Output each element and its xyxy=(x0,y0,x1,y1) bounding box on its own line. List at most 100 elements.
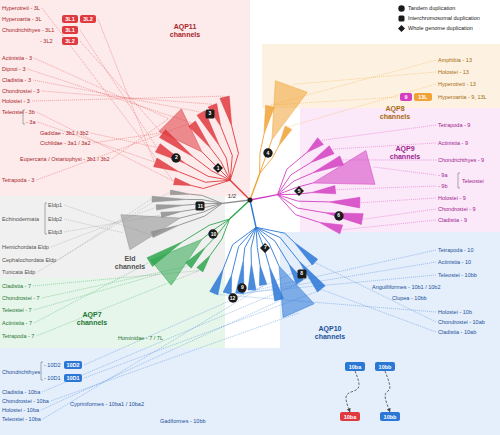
bracket xyxy=(41,362,43,380)
leader-line xyxy=(321,125,436,140)
collapsed-clade xyxy=(307,138,324,153)
leader-line xyxy=(270,97,398,105)
bracket xyxy=(458,173,460,188)
branch-line xyxy=(183,219,230,241)
branch-line xyxy=(222,200,250,203)
leader-line xyxy=(64,215,160,232)
duplication-marker: 12 xyxy=(228,293,238,303)
marker-shape xyxy=(297,269,306,278)
clade-title: AQP11 channels xyxy=(164,23,206,38)
marker-shape xyxy=(213,163,223,173)
clade-group xyxy=(250,138,375,234)
node-text: 12 xyxy=(230,296,236,301)
branch-line xyxy=(277,163,310,195)
clade-group xyxy=(154,96,250,200)
leader-line xyxy=(42,91,212,104)
legend-entry: Interchromosomal duplication xyxy=(398,15,480,22)
leader-line xyxy=(80,41,162,133)
duplication-marker: 7 xyxy=(260,243,270,253)
collapsed-clade xyxy=(197,255,211,272)
leader-line xyxy=(333,143,436,149)
leader-line xyxy=(112,119,169,159)
branch-line xyxy=(277,195,324,213)
collapsed-clade xyxy=(156,205,184,210)
leader-line xyxy=(43,286,263,419)
taxon-label: Teleostei xyxy=(462,178,484,184)
bracket xyxy=(45,203,47,234)
background-band xyxy=(0,196,225,278)
legend-symbol xyxy=(398,5,405,12)
marker-shape xyxy=(294,186,304,196)
branch-line xyxy=(260,140,272,174)
taxon-label: - 3a xyxy=(26,119,35,125)
node-text: 13L xyxy=(418,94,427,100)
duplication-marker: 1 xyxy=(213,163,223,173)
legend-entry: Tandem duplication xyxy=(398,5,455,12)
leader-line xyxy=(51,207,156,247)
collapsed-clade xyxy=(279,126,292,146)
taxon-label: Chondrostei - 10ba xyxy=(2,398,49,404)
collapsed-clade xyxy=(294,242,318,265)
collapsed-clade xyxy=(312,186,336,194)
taxon-label: Cephalochordata Eldp xyxy=(2,257,56,263)
leader-line xyxy=(36,271,199,336)
gene-box: 10D2 xyxy=(64,361,82,369)
duplication-arrow xyxy=(385,371,390,412)
taxon-label: Teleostei - 7 xyxy=(2,307,32,313)
node-text: 8 xyxy=(300,271,303,276)
taxon-label: Gadidae - 3b1 / 3b2 xyxy=(40,130,89,136)
collapsed-clade xyxy=(310,146,334,163)
taxon-label: Cladistia - 10ab xyxy=(438,329,476,335)
collapsed-clade xyxy=(152,196,187,202)
marker-shape xyxy=(263,149,272,158)
leader-line xyxy=(343,159,436,160)
background-band xyxy=(300,108,500,232)
taxon-label: Cladistia - 10ba xyxy=(2,389,40,395)
branch-line xyxy=(180,203,222,218)
leader-line xyxy=(34,274,160,310)
gene-box: 10ba xyxy=(340,412,360,421)
clade-group xyxy=(121,190,250,250)
taxon-label: - 9a xyxy=(438,172,447,178)
taxon-label: Teleostei - 3b xyxy=(2,109,35,115)
collapsed-clade xyxy=(147,242,183,267)
taxon-label: Gadiformes - 10bb xyxy=(160,418,206,424)
taxon-label: Holostei - 9 xyxy=(438,195,466,201)
leader-line xyxy=(32,96,224,101)
leader-line xyxy=(342,220,436,230)
gene-box: 10bb xyxy=(375,362,395,371)
collapsed-clade xyxy=(313,151,375,185)
node-text: 3L1 xyxy=(65,16,74,22)
collapsed-clade xyxy=(161,211,182,217)
duplication-marker: 5 xyxy=(294,186,304,196)
leader-line xyxy=(92,133,161,143)
node-text: 5 xyxy=(298,189,301,194)
branch-line xyxy=(223,227,256,269)
taxon-label: Cladistia - 7 xyxy=(2,283,31,289)
branch-line xyxy=(221,127,232,181)
taxon-label: - 10D2 xyxy=(44,362,61,368)
branch-line xyxy=(220,146,231,180)
taxon-label: Chondrichthyes - 9 xyxy=(438,157,484,163)
taxon-label: Tunicata Eldp xyxy=(2,269,35,275)
taxon-label: Tetrapoda - 3 xyxy=(2,177,34,183)
duplication-marker: 2 xyxy=(171,153,181,163)
marker-shape xyxy=(205,109,214,118)
taxon-label: Chondrostei - 7 xyxy=(2,295,40,301)
taxon-label: Tetrapoda - 7 xyxy=(2,333,34,339)
taxon-label: Holostei - 10b xyxy=(438,309,472,315)
branch-line xyxy=(256,227,279,266)
duplication-marker: 9 xyxy=(237,283,247,293)
taxon-label: - 3L2 xyxy=(40,38,53,44)
legend-symbol xyxy=(398,25,405,32)
taxon-label: Chondrostei - 10ab xyxy=(438,319,485,325)
collapsed-clade xyxy=(170,190,190,195)
branch-line xyxy=(190,194,222,203)
taxon-label: Amphibia - 13 xyxy=(438,57,472,63)
taxon-label: Hyperoartia - 3L xyxy=(2,16,41,22)
clade-group xyxy=(147,200,250,285)
collapsed-clade xyxy=(329,197,360,208)
marker-shape xyxy=(260,243,270,253)
